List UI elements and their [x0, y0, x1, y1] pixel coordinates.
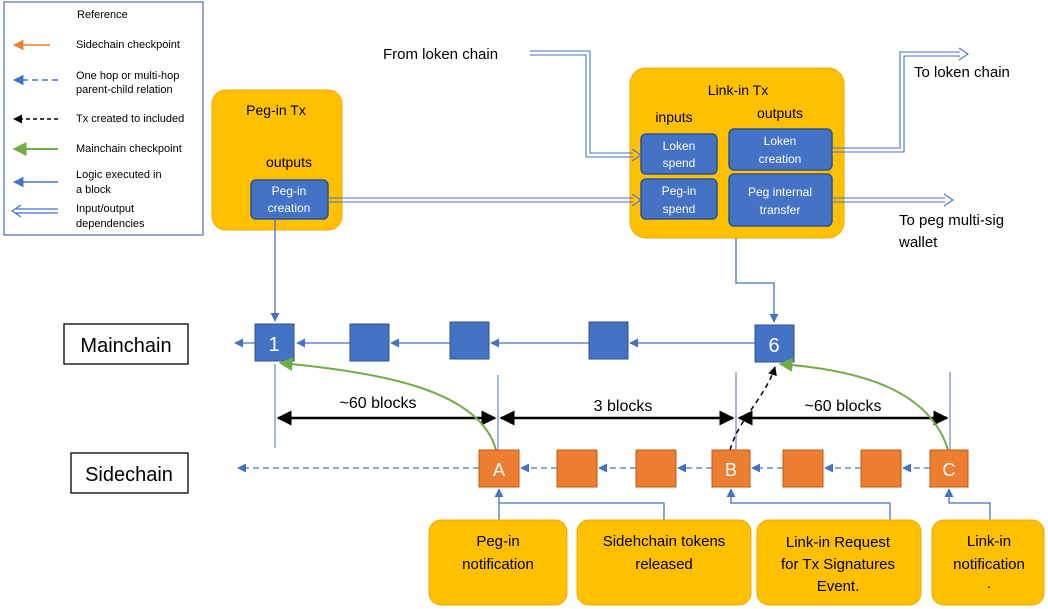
peg-internal-transfer-line1: Peg internal: [748, 185, 812, 199]
from-loken-line-a: [530, 50, 633, 154]
mainchain-block-1-label: 1: [268, 334, 279, 356]
legend-logic-label-1: Logic executed in: [76, 169, 162, 181]
span3-label: ~60 blocks: [805, 398, 882, 415]
mainchain-block: [588, 321, 629, 360]
event-linkin-request: [756, 519, 922, 606]
sidechain: A B C: [237, 449, 969, 488]
mainchain-label: Mainchain: [80, 335, 171, 357]
pegin-creation-line2: creation: [268, 201, 311, 215]
linkin-outputs-label: outputs: [757, 105, 803, 121]
pegin-tx-title: Peg-in Tx: [246, 102, 306, 118]
span-ticks: [274, 364, 951, 450]
from-loken-head: [631, 148, 642, 162]
span1-label: ~60 blocks: [340, 395, 417, 412]
pegin-link-head: [631, 193, 642, 207]
pegin-outputs-label: outputs: [266, 154, 312, 170]
span-arrows: ~60 blocks 3 blocks ~60 blocks: [276, 395, 949, 426]
event-arrows: [494, 488, 991, 520]
to-peg-label-2: wallet: [898, 234, 938, 251]
legend-logic-label-2: a block: [76, 184, 111, 196]
tx-included-arrow: [729, 366, 777, 451]
sidechain-block-c-label: C: [943, 460, 956, 480]
event-linkin-line2: notification: [953, 556, 1025, 573]
mainchain-block: [349, 323, 390, 362]
sidechain-block-c: [929, 449, 969, 488]
pegin-spend-box: [640, 178, 718, 220]
event-linkin-line1: Link-in: [967, 533, 1011, 550]
to-loken-line-a: [832, 51, 960, 149]
mainchain-block-6-label: 6: [768, 335, 779, 357]
to-peg-label-1: To peg multi-sig: [899, 212, 1004, 229]
sidechain-block: [782, 449, 824, 488]
linkin-to-block6-arrow: [735, 238, 779, 323]
pegin-spend-line1: Peg-in: [662, 184, 697, 198]
event-linkin-notification: [931, 519, 1045, 606]
sidechain-block-a-label: A: [493, 460, 505, 480]
legend-double-arrow-head: [10, 204, 22, 218]
event-tokens-line1: Sidehchain tokens: [603, 533, 726, 550]
pegin-creation-line1: Peg-in: [272, 184, 307, 198]
legend-mainchain-checkpoint-label: Mainchain checkpoint: [76, 143, 182, 155]
loken-creation-box: [728, 128, 833, 171]
sidechain-block: [635, 449, 677, 488]
reference-legend: Reference Sidechain checkpoint One hop o…: [3, 1, 204, 236]
to-loken-line-b: [832, 55, 960, 153]
mainchain-block: [449, 321, 490, 360]
legend-title: Reference: [77, 9, 128, 21]
event-pegin-notification: [428, 519, 568, 606]
loken-spend-line1: Loken: [663, 139, 696, 153]
loken-creation-line2: creation: [759, 152, 802, 166]
peg-internal-transfer-line2: transfer: [760, 203, 801, 217]
legend-parent-child-label-1: One hop or multi-hop: [76, 70, 179, 82]
event-tokens-released: [576, 519, 752, 606]
mainchain-label-box: [63, 323, 189, 365]
legend-sidechain-checkpoint-label: Sidechain checkpoint: [76, 39, 180, 51]
sidechain-label: Sidechain: [85, 464, 173, 486]
event-pegin-line1: Peg-in: [476, 533, 519, 550]
legend-parent-child-label-2: parent-child relation: [76, 84, 173, 96]
event-linkin-line3: .: [987, 575, 991, 592]
event-request-line2: for Tx Signatures: [781, 556, 895, 573]
to-loken-head: [958, 47, 969, 61]
legend-io-label-2: dependencies: [76, 218, 145, 230]
linkin-tx-title: Link-in Tx: [708, 82, 768, 98]
sidechain-block-b: [711, 449, 751, 488]
event-linkin-notification-arrow: [944, 488, 991, 520]
sidechain-block-a: [478, 449, 520, 488]
mainchain: 1 6: [234, 321, 795, 363]
loken-spend-line2: spend: [663, 156, 696, 170]
to-peg-head: [943, 193, 954, 207]
linkin-tx-box: Link-in Tx inputs outputs Loken spend Pe…: [629, 67, 845, 239]
loken-spend-box: [640, 133, 718, 175]
event-boxes: Peg-in notification Sidehchain tokens re…: [428, 519, 1045, 606]
span2-label: 3 blocks: [594, 398, 653, 415]
legend-io-label-1: Input/output: [76, 203, 134, 215]
mainchain-block-6: [754, 324, 795, 363]
sidechain-block: [556, 449, 598, 488]
event-request-line1: Link-in Request: [786, 534, 891, 551]
pegin-spend-line2: spend: [663, 202, 696, 216]
mainchain-checkpoint-c: [778, 357, 949, 451]
mainchain-checkpoint-a: [278, 357, 497, 451]
event-tokens-released-connector: [499, 502, 665, 520]
linkin-inputs-label: inputs: [655, 109, 692, 125]
event-pegin-line2: notification: [462, 556, 534, 573]
mainchain-block-1: [254, 323, 295, 362]
to-loken-label: To loken chain: [914, 64, 1010, 81]
event-linkin-request-arrow: [726, 488, 891, 520]
event-request-line3: Event.: [817, 578, 860, 595]
from-loken-label: From loken chain: [383, 46, 498, 63]
pegin-tx-box: Peg-in Tx outputs Peg-in creation: [211, 89, 343, 231]
sidechain-block: [860, 449, 902, 488]
sidechain-label-box: [70, 452, 189, 494]
legend-tx-included-label: Tx created to included: [76, 113, 184, 125]
io-dependency-arrows: [328, 47, 969, 207]
pegin-creation-box: [250, 179, 329, 220]
loken-creation-line1: Loken: [764, 134, 797, 148]
sidechain-block-b-label: B: [725, 460, 737, 480]
from-loken-line-b: [530, 54, 633, 158]
event-tokens-line2: released: [635, 556, 693, 573]
peg-internal-transfer-box: [728, 173, 833, 227]
